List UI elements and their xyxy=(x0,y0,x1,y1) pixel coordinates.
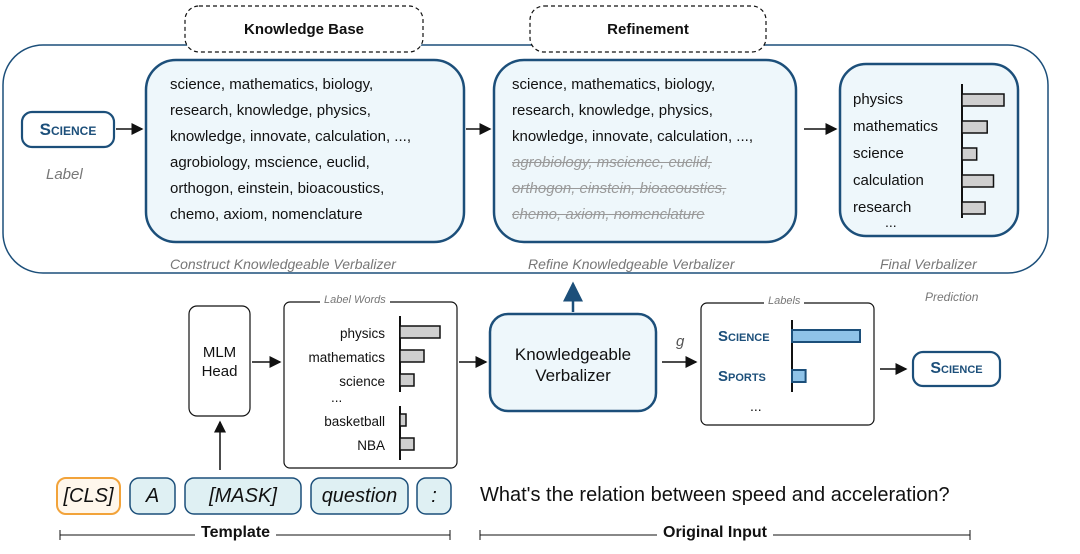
refine-struck-line: agrobiology, mscience, euclid, xyxy=(512,154,712,171)
labels-title: Labels xyxy=(764,295,805,307)
final-bar xyxy=(961,120,988,134)
construct-line: knowledge, innovate, calculation, ..., xyxy=(170,128,411,145)
mlm-head-label: MLM Head xyxy=(189,343,250,381)
knowledge-base-header-box xyxy=(184,5,424,53)
lw-word: mathematics xyxy=(308,350,385,365)
final-verbalizer-box xyxy=(838,62,1020,238)
kv-line2: Verbalizer xyxy=(535,366,611,385)
knowledgeable-verbalizer-box xyxy=(488,312,658,413)
labels-item: Science xyxy=(718,328,770,345)
prediction-text: Science xyxy=(930,360,983,377)
construct-line: science, mathematics, biology, xyxy=(170,76,374,93)
final-bar xyxy=(961,147,978,161)
g-label: g xyxy=(676,333,685,350)
prediction-box xyxy=(911,350,1002,388)
lw-bar xyxy=(399,349,425,363)
lw-bar xyxy=(399,325,441,339)
kv-label: Knowledgeable Verbalizer xyxy=(490,344,656,386)
lw-word: basketball xyxy=(324,414,385,429)
lw-bar xyxy=(399,413,407,427)
label-words-title: Label Words xyxy=(320,294,390,306)
final-word-list: physics mathematics science calculation … xyxy=(853,86,938,221)
final-word: science xyxy=(853,145,904,162)
token-question-box xyxy=(310,477,409,515)
label-words-bars xyxy=(399,316,441,460)
final-caption: Final Verbalizer xyxy=(880,256,977,272)
kv-line1: Knowledgeable xyxy=(514,345,632,364)
final-word: mathematics xyxy=(853,118,939,135)
construct-caption: Construct Knowledgeable Verbalizer xyxy=(170,256,396,272)
token-cls: [CLS] xyxy=(63,485,114,507)
mlm-head-box xyxy=(188,305,251,417)
knowledge-base-header: Knowledge Base xyxy=(243,21,365,38)
final-word: calculation xyxy=(853,172,924,189)
refine-kept-line: knowledge, innovate, calculation, ..., xyxy=(512,128,753,145)
token-cls-box xyxy=(56,477,121,515)
token-a-box xyxy=(129,477,176,515)
final-bar xyxy=(961,201,986,215)
final-verbalizer-bars xyxy=(961,84,1005,218)
lw-bar xyxy=(399,437,415,451)
refine-caption: Refine Knowledgeable Verbalizer xyxy=(528,256,735,272)
original-input-label: Original Input xyxy=(657,524,773,542)
refine-verbalizer-box xyxy=(492,58,798,244)
label-caption: Label xyxy=(46,166,83,183)
labels-item: Sports xyxy=(718,368,766,385)
construct-word-list: science, mathematics, biology, research,… xyxy=(170,72,411,228)
lw-word: science xyxy=(339,374,385,389)
refine-struck-line: orthogon, einstein, bioacoustics, xyxy=(512,180,727,197)
refine-kept-line: research, knowledge, physics, xyxy=(512,102,713,119)
prediction-caption: Prediction xyxy=(925,290,979,304)
final-word: research xyxy=(853,199,912,216)
refine-word-list: science, mathematics, biology, research,… xyxy=(512,72,753,228)
construct-line: research, knowledge, physics, xyxy=(170,102,371,119)
labels-bar xyxy=(791,369,807,383)
refine-kept-line: science, mathematics, biology, xyxy=(512,76,716,93)
final-word: physics xyxy=(853,91,904,108)
token-question: question xyxy=(321,485,398,507)
lw-ellipsis: ... xyxy=(331,390,343,405)
labels-bar xyxy=(791,329,861,343)
lw-bar xyxy=(399,373,415,387)
construct-line: orthogon, einstein, bioacoustics, xyxy=(170,180,385,197)
construct-line: agrobiology, mscience, euclid, xyxy=(170,154,370,171)
final-bar xyxy=(961,174,995,188)
token-a: A xyxy=(145,485,160,507)
token-mask: [MASK] xyxy=(209,485,277,507)
refine-struck-line: chemo, axiom, nomenclature xyxy=(512,206,705,223)
label-box xyxy=(20,110,116,149)
token-colon: : xyxy=(431,485,437,507)
mlm-head-line2: Head xyxy=(201,363,238,380)
labels-bars xyxy=(791,320,861,392)
construct-verbalizer-box xyxy=(144,58,466,244)
token-colon-box xyxy=(416,477,452,515)
final-ellipsis: ... xyxy=(885,214,897,230)
final-bar xyxy=(961,93,1005,107)
lw-word: NBA xyxy=(357,438,385,453)
mlm-head-line1: MLM xyxy=(202,344,237,361)
refinement-header: Refinement xyxy=(607,21,689,38)
lw-word: physics xyxy=(339,326,385,341)
refinement-header-box xyxy=(529,5,767,53)
input-sentence: What's the relation between speed and ac… xyxy=(480,484,950,506)
knowledge-pipeline-container xyxy=(2,44,1049,274)
labels-ellipsis: ... xyxy=(750,398,762,414)
label-box-text: Science xyxy=(39,120,97,139)
token-mask-box xyxy=(184,477,302,515)
template-label: Template xyxy=(195,524,277,542)
labels-box xyxy=(700,302,875,426)
construct-line: chemo, axiom, nomenclature xyxy=(170,206,363,223)
